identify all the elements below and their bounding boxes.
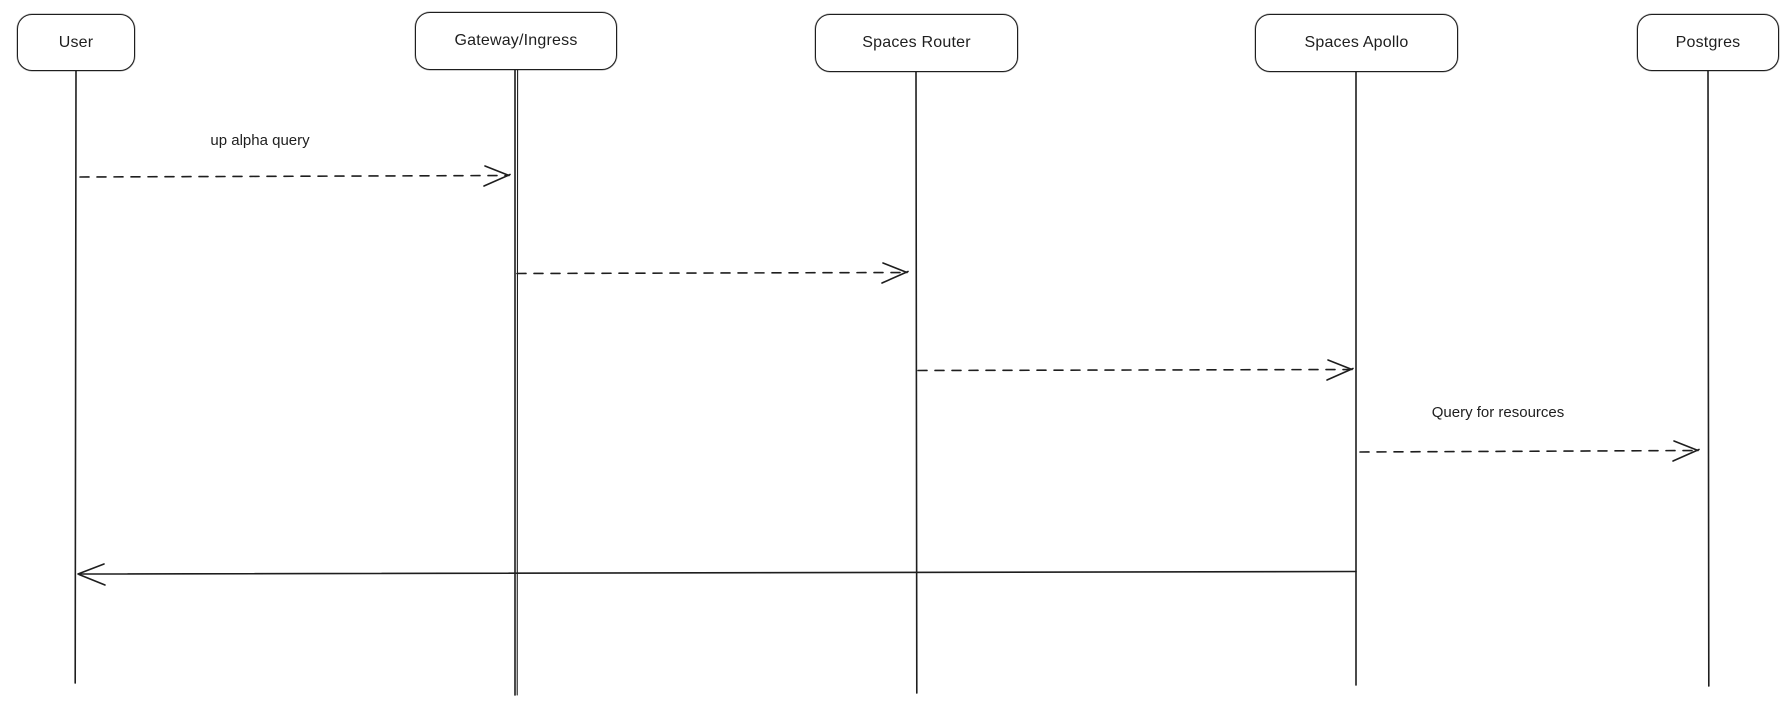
actor-label-gateway-ingress: Gateway/Ingress [454,32,578,49]
actor-box-postgres[interactable]: Postgres [1637,14,1779,71]
actor-label-user: User [58,33,94,51]
message-arrow-gateway-to-router[interactable] [516,262,909,284]
message-arrow-user-to-gateway[interactable] [79,165,511,187]
actor-box-user[interactable]: User [17,14,135,71]
actor-box-gateway-ingress[interactable]: Gateway/Ingress [415,12,617,70]
message-arrow-router-to-apollo[interactable] [917,359,1354,381]
message-label-query-for-resources[interactable]: Query for resources [1431,404,1565,421]
actor-label-spaces-apollo: Spaces Apollo [1304,34,1409,51]
message-label-up-alpha-query[interactable]: up alpha query [210,132,310,149]
lifeline-postgres[interactable] [1707,69,1710,687]
lifeline-user[interactable] [74,69,77,684]
actor-box-spaces-router[interactable]: Spaces Router [815,14,1018,72]
actor-label-spaces-router: Spaces Router [862,34,971,51]
actor-box-spaces-apollo[interactable]: Spaces Apollo [1255,14,1458,72]
message-arrow-apollo-to-user[interactable] [77,563,1357,586]
lifeline-gateway-ingress[interactable] [514,66,519,696]
lifeline-spaces-router[interactable] [915,71,918,694]
actor-label-postgres: Postgres [1675,33,1741,51]
message-arrow-apollo-to-postgres[interactable] [1359,440,1700,462]
